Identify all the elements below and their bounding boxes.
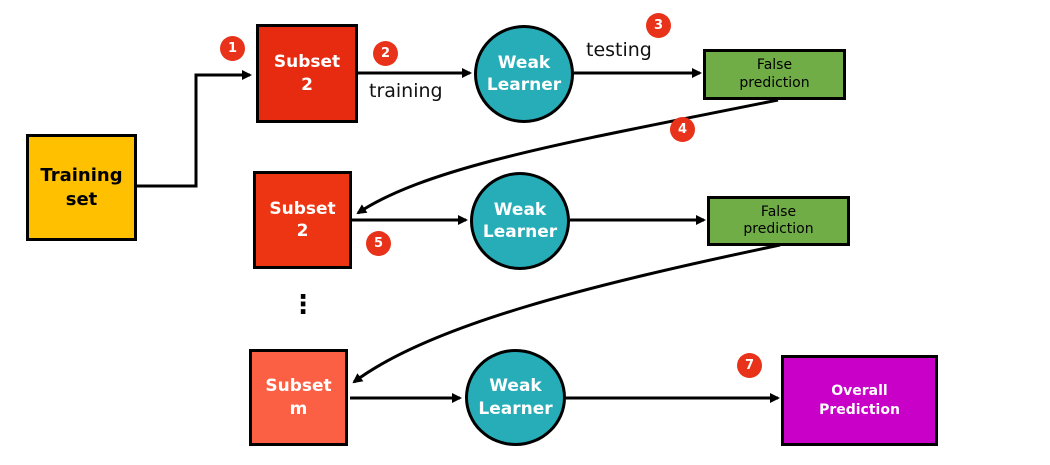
subset-node-top: Subset 2 [256, 24, 358, 123]
weak-learner-1-label: Weak Learner [486, 52, 562, 95]
training-set-label: Training set [40, 164, 123, 210]
step-badge-7: 7 [737, 353, 762, 378]
edge-training-to-subset [136, 70, 252, 188]
overall-prediction-node: Overall Prediction [781, 355, 938, 446]
false-prediction-1-label: False prediction [739, 57, 810, 91]
subset-top-label: Subset 2 [273, 52, 341, 95]
training-set-node: Training set [26, 134, 137, 241]
weak-learner-node-3: Weak Learner [465, 349, 566, 446]
step-badge-5: 5 [366, 231, 391, 256]
weak-learner-3-label: Weak Learner [478, 376, 553, 419]
subset-node-mid: Subset 2 [253, 171, 352, 269]
false-prediction-node-2: False prediction [707, 196, 850, 246]
weak-learner-node-1: Weak Learner [474, 25, 574, 123]
false-prediction-node-1: False prediction [703, 49, 846, 100]
weak-learner-2-label: Weak Learner [482, 199, 558, 242]
step-badge-3: 3 [646, 13, 671, 38]
edge-false-1-to-subset-mid [356, 98, 779, 215]
false-prediction-2-label: False prediction [743, 203, 814, 238]
step-badge-2: 2 [373, 41, 398, 66]
weak-learner-node-2: Weak Learner [470, 172, 570, 270]
subset-node-m: Subset m [249, 349, 348, 446]
ellipsis-vertical: ⋮ [290, 290, 316, 320]
step-badge-4: 4 [670, 117, 695, 142]
step-badge-1: 1 [220, 36, 245, 61]
subset-mid-label: Subset 2 [269, 198, 336, 241]
edge-false-2-to-subset-m [352, 243, 781, 384]
edge-label-training: training [369, 80, 443, 102]
edge-label-testing: testing [586, 39, 652, 61]
subset-m-label: Subset m [265, 376, 332, 419]
overall-prediction-label: Overall Prediction [819, 383, 900, 418]
